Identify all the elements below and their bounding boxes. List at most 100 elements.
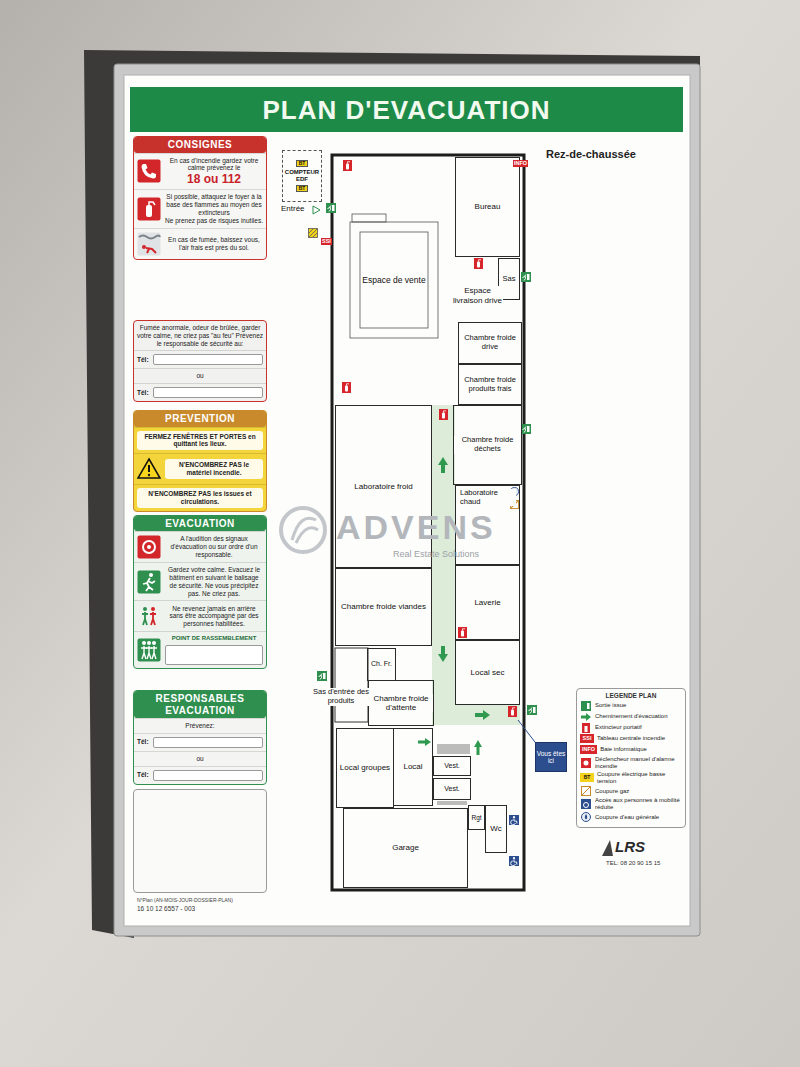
pictogram [137, 535, 161, 559]
pictogram [137, 159, 161, 183]
instruction-row: Tél: [134, 766, 266, 784]
instruction-row: Gardez votre calme. Evacuez le bâtiment … [134, 562, 266, 600]
legend-text: Extincteur portatif [595, 724, 642, 731]
instruction-text: N'ENCOMBREZ PAS le matériel incendie. [165, 459, 263, 479]
room-name: Local sec [470, 668, 506, 677]
section-heading: PREVENTION [137, 413, 263, 425]
instruction-text: Prévenez: [137, 722, 263, 730]
legend-pictogram [581, 812, 591, 822]
fire-panel-tag: SSI [321, 238, 332, 245]
instruction-text: En cas de fumée, baissez vous, l'air fra… [165, 236, 263, 252]
instruction-text: A l'audition des signaux d'évacuation ou… [165, 535, 263, 558]
room: Rgt [468, 805, 485, 830]
room: Chambre froide viandes [335, 568, 432, 646]
room: Vest. [433, 756, 471, 776]
room-name: Espace de vente [361, 276, 426, 286]
room-name: Ch. Fr. [370, 660, 393, 668]
room: Laverie [455, 565, 520, 640]
instruction-row: Tél: [134, 733, 266, 751]
instruction-text: POINT DE RASSEMBLEMENT [165, 635, 263, 642]
legend-row: BTCoupure électrique basse tension [580, 771, 682, 784]
legend-symbol [580, 723, 592, 732]
text-column: En cas de fumée, baissez vous, l'air fra… [165, 236, 263, 252]
legend-row: Sortie issue [580, 701, 682, 710]
room-name: Sas d'entrée des produits [309, 688, 373, 705]
text-column: ou [137, 755, 263, 763]
floor-name: Rez-de-chaussée [546, 148, 636, 160]
legend-text: Sortie issue [595, 702, 626, 709]
text-column: N'ENCOMBREZ PAS les issues et circulatio… [137, 488, 263, 508]
room: Chambre froide drive [458, 322, 522, 364]
section-heading: CONSIGNES [137, 139, 263, 151]
legend-text: Coupure d'eau générale [595, 814, 659, 821]
room: Espace livraison drive [452, 268, 503, 323]
room: Vest. [433, 778, 471, 800]
room-name: Sas [502, 275, 517, 284]
instruction-text: Gardez votre calme. Evacuez le bâtiment … [165, 566, 263, 597]
you-are-here-marker: Vous êtes ici [535, 742, 567, 772]
text-column: Tél: [137, 389, 149, 397]
room-name: Chambre froide déchets [454, 436, 521, 453]
room-name: Bureau [474, 202, 502, 211]
write-in-field [165, 645, 263, 665]
plan-number-caption: N°Plan (AN-MOIS-JOUR-DOSSIER-PLAN) [137, 897, 233, 903]
room-name: Rgt [470, 814, 482, 821]
pictogram [137, 232, 161, 256]
room-name: Vest. [443, 762, 461, 770]
section-heading: EVACUATION [137, 518, 263, 530]
instruction-text: FERMEZ FENÊTRES ET PORTES en quittant le… [137, 431, 263, 451]
room-name: Espace livraison drive [452, 286, 503, 304]
section-band: CONSIGNES [134, 137, 266, 153]
room: Bureau [455, 157, 520, 257]
instruction-text: Tél: [137, 771, 149, 779]
instruction-text: ou [137, 755, 263, 763]
marker-text: Vous êtes ici [536, 750, 566, 765]
text-column: En cas d'incendie gardez votre calme pré… [165, 157, 263, 187]
legend-tag: SSI [582, 735, 593, 742]
entrance-label: Entrée [281, 204, 305, 213]
instruction-row: Tél: [134, 350, 266, 368]
plan-title: PLAN D'EVACUATION [130, 94, 683, 126]
instruction-panel: Fumée anormale, odeur de brûlée, garder … [133, 320, 267, 402]
plan-number: 16 10 12 6557 - 003 [137, 905, 195, 912]
legend-symbol [580, 799, 592, 808]
legend-symbol: SSI [580, 734, 594, 743]
legend-row: INFOBaie informatique [580, 745, 682, 754]
legend-pictogram [581, 701, 591, 711]
legend-box: LEGENDE PLANSortie issueCheminement d'év… [576, 688, 686, 828]
instruction-text: Si possible, attaquez le foyer à la base… [165, 193, 263, 216]
instruction-row: N'ENCOMBREZ PAS les issues et circulatio… [134, 484, 266, 511]
instruction-row: Prévenez: [134, 718, 266, 733]
legend-row: Extincteur portatif [580, 723, 682, 732]
room: Garage [343, 808, 468, 888]
pictogram [137, 457, 161, 481]
instruction-text: Tél: [137, 356, 149, 364]
room: Ch. Fr. [367, 648, 396, 681]
write-in-field [153, 354, 263, 365]
pictogram [137, 638, 161, 662]
maker-phone: TEL: 08 20 90 15 15 [606, 860, 660, 866]
text-column: A l'audition des signaux d'évacuation ou… [165, 535, 263, 558]
maker-logo: LRS [615, 838, 645, 855]
instruction-text: Tél: [137, 389, 149, 397]
text-column: Fumée anormale, odeur de brûlée, garder … [137, 324, 263, 347]
instruction-text: Fumée anormale, odeur de brûlée, garder … [137, 324, 263, 347]
instruction-row: En cas d'incendie gardez votre calme pré… [134, 153, 266, 190]
instruction-panel: EVACUATION A l'audition des signaux d'éva… [133, 515, 267, 669]
text-column: Tél: [137, 771, 149, 779]
instruction-text: N'ENCOMBREZ PAS les issues et circulatio… [137, 488, 263, 508]
pictogram [137, 604, 161, 628]
instruction-row: FERMEZ FENÊTRES ET PORTES en quittant le… [134, 427, 266, 454]
instruction-row: Fumée anormale, odeur de brûlée, garder … [134, 321, 266, 350]
write-in-field [153, 387, 263, 398]
instruction-panel: PREVENTION FERMEZ FENÊTRES ET PORTES en q… [133, 410, 267, 512]
text-column: Si possible, attaquez le foyer à la base… [165, 193, 263, 224]
instruction-text: En cas d'incendie gardez votre calme pré… [165, 157, 263, 173]
room: Local sec [455, 640, 520, 705]
meter-text: COMPTEUR EDF [283, 169, 321, 182]
room: Local [393, 728, 433, 806]
instruction-row: Ne revenez jamais en arrière sans être a… [134, 600, 266, 631]
instruction-panel: RESPONSABLES EVACUATIONPrévenez:Tél:ouTé… [133, 690, 267, 785]
section-band: RESPONSABLES EVACUATION [134, 691, 266, 718]
